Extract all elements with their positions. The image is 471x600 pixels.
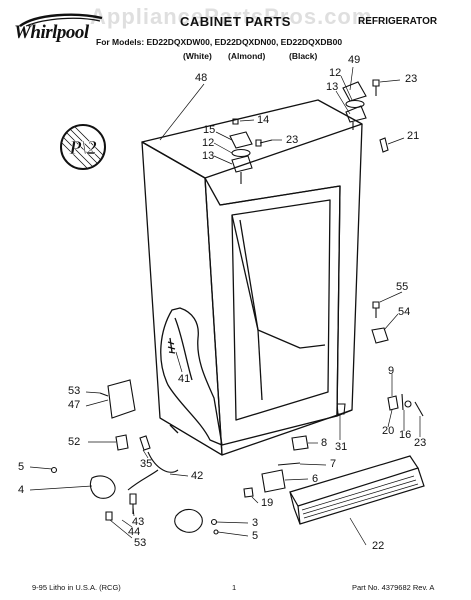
callout-41: 41 xyxy=(178,373,191,385)
callout-48: 48 xyxy=(195,72,208,84)
callout-53-bracket: 53 xyxy=(68,385,81,397)
callout-12-top: 12 xyxy=(329,67,342,79)
callout-13-center: 13 xyxy=(202,150,215,162)
logo-swoosh-icon xyxy=(19,13,103,27)
callout-44: 44 xyxy=(128,526,141,538)
base-grille xyxy=(289,455,425,525)
color-black: (Black) xyxy=(289,51,318,61)
footer-page-number: 1 xyxy=(232,583,237,592)
badge-text: P\2 xyxy=(68,137,97,159)
callout-9: 9 xyxy=(388,365,395,377)
brand-name: Whirlpool xyxy=(14,22,89,43)
callout-8: 8 xyxy=(321,437,328,449)
callout-15: 15 xyxy=(203,124,216,136)
callout-54: 54 xyxy=(398,306,411,318)
callout-6: 6 xyxy=(312,473,319,485)
callout-23-center: 23 xyxy=(286,134,299,146)
color-almond: (Almond) xyxy=(228,51,266,61)
page-title: CABINET PARTS xyxy=(180,14,291,29)
callout-23-top: 23 xyxy=(405,73,418,85)
callout-7: 7 xyxy=(330,458,337,470)
callout-42: 42 xyxy=(191,470,204,482)
watermark: AppliancePartsPros.com xyxy=(90,4,373,29)
callout-23-right: 23 xyxy=(414,437,427,449)
footer-print-info: 9-95 Litho in U.S.A. (RCG) xyxy=(32,583,121,592)
cabinet-left-side xyxy=(141,141,223,456)
callout-43: 43 xyxy=(132,516,145,528)
whirlpool-logo: Whirlpool xyxy=(14,12,106,48)
callout-12-center: 12 xyxy=(202,137,215,149)
callout-19: 19 xyxy=(261,497,274,509)
callout-35: 35 xyxy=(140,458,153,470)
appliance-category: REFRIGERATOR xyxy=(358,16,438,27)
front-frame xyxy=(219,185,341,446)
callout-53-caster: 53 xyxy=(134,537,147,549)
callout-5-right: 5 xyxy=(252,530,259,542)
callout-20: 20 xyxy=(382,425,395,437)
callout-47: 47 xyxy=(68,399,81,411)
callout-13-top: 13 xyxy=(326,81,339,93)
callout-5-left: 5 xyxy=(18,461,25,473)
callout-55: 55 xyxy=(396,281,409,293)
color-white: (White) xyxy=(183,51,212,61)
callout-4: 4 xyxy=(18,484,25,496)
illustration-badge: P\2 xyxy=(58,122,108,172)
callout-52: 52 xyxy=(68,436,81,448)
callout-31: 31 xyxy=(335,441,348,453)
callout-21: 21 xyxy=(407,130,420,142)
callout-49: 49 xyxy=(348,54,361,66)
machine-compartment xyxy=(160,307,223,446)
callout-14: 14 xyxy=(257,114,270,126)
callout-16: 16 xyxy=(399,429,412,441)
footer-part-number: Part No. 4379682 Rev. A xyxy=(352,583,435,592)
callout-3: 3 xyxy=(252,517,259,529)
models-line: For Models: ED22DQXDW00, ED22DQXDN00, ED… xyxy=(96,37,343,47)
callout-22: 22 xyxy=(372,540,385,552)
